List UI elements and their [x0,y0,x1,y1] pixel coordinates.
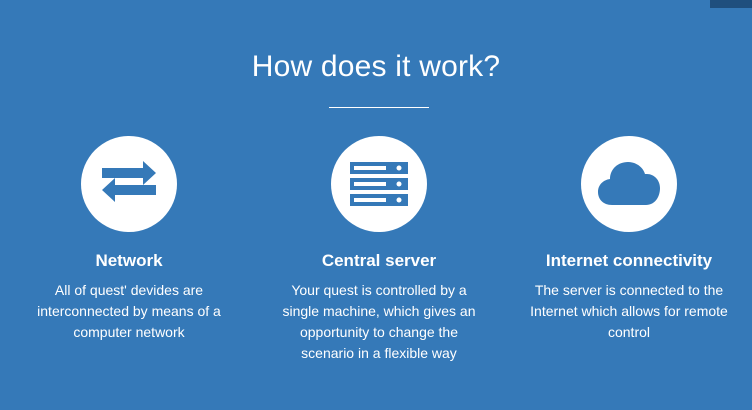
section-title: How does it work? [251,50,501,83]
server-icon [331,136,427,232]
feature-title-central-server: Central server [321,251,437,270]
feature-text-central-server: Your quest is controlled by a single mac… [282,282,476,361]
feature-network: Network All of quest' devides are interc… [24,136,234,343]
title-divider [329,107,429,108]
feature-title-network: Network [95,251,163,270]
corner-tab[interactable] [710,0,752,8]
feature-title-internet-connectivity: Internet connectivity [545,251,713,270]
cloud-icon [581,136,677,232]
feature-central-server: Central server Your quest is controlled … [274,136,484,364]
feature-text-internet-connectivity: The server is connected to the Internet … [530,282,728,340]
feature-text-network: All of quest' devides are interconnected… [37,282,221,340]
feature-internet-connectivity: Internet connectivity The server is conn… [524,136,734,343]
arrows-exchange-icon [81,136,177,232]
